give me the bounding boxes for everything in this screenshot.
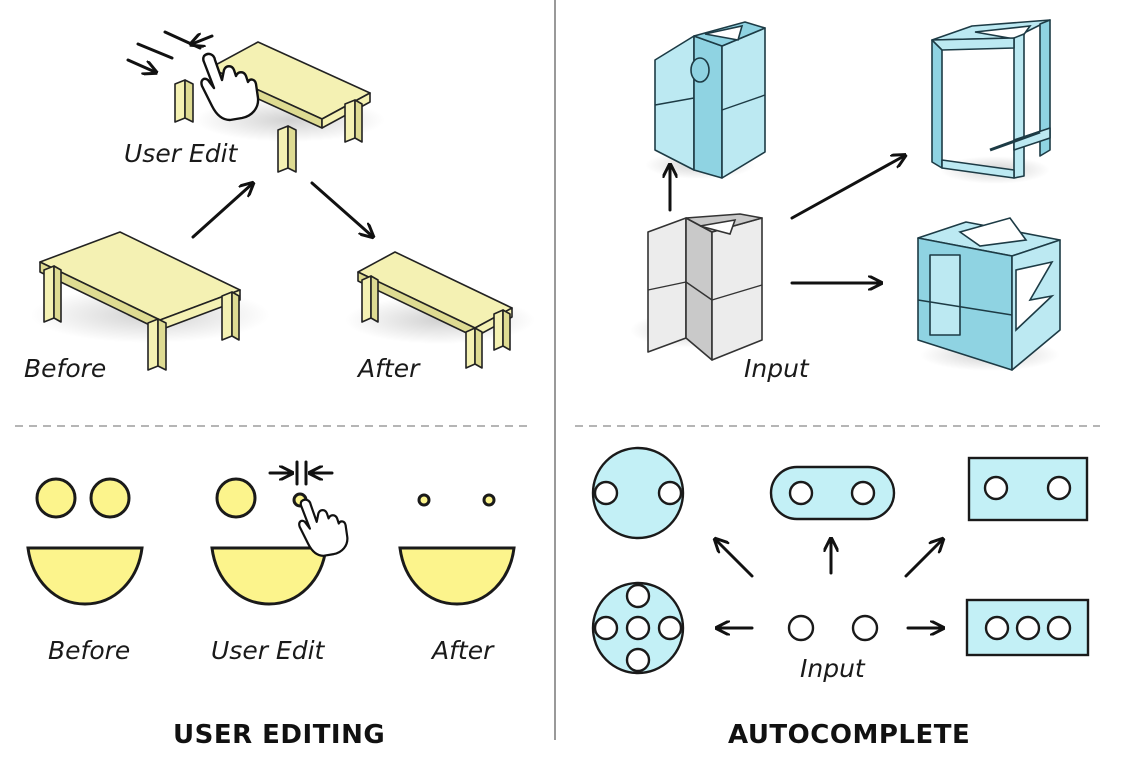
shape3d-top-left bbox=[645, 21, 766, 179]
arrow-edit-to-after bbox=[310, 181, 372, 236]
hand-cursor-icon bbox=[200, 52, 260, 122]
arrow-2d-up-left bbox=[716, 540, 754, 578]
table-after bbox=[345, 251, 535, 369]
title-autocomplete: AUTOCOMPLETE bbox=[728, 720, 970, 750]
face-user-edit bbox=[210, 460, 334, 606]
shape2d-slot bbox=[769, 465, 896, 521]
arrow-before-to-edit bbox=[191, 184, 252, 239]
face-after bbox=[398, 493, 516, 606]
table-before bbox=[30, 231, 270, 371]
label-face-user-edit: User Edit bbox=[211, 636, 326, 665]
title-user-editing: USER EDITING bbox=[173, 720, 385, 750]
label-2d-input: Input bbox=[800, 654, 866, 683]
label-table-user-edit: User Edit bbox=[124, 139, 239, 168]
shape3d-top-right bbox=[931, 19, 1051, 184]
hand-cursor-icon-2 bbox=[298, 498, 349, 557]
arrow-2d-up-right bbox=[904, 540, 942, 578]
shape3d-input bbox=[630, 213, 763, 361]
shape2d-circle-two-holes bbox=[591, 446, 685, 540]
table-user-edit bbox=[126, 30, 385, 173]
arrow-3d-up-right bbox=[790, 156, 904, 220]
shape2d-rect-three-holes bbox=[965, 598, 1090, 657]
label-3d-input: Input bbox=[744, 354, 810, 383]
shape3d-bottom-right bbox=[917, 217, 1061, 371]
shape2d-rect-two-holes bbox=[967, 456, 1089, 522]
label-table-after: After bbox=[356, 354, 421, 383]
label-face-after: After bbox=[430, 636, 495, 665]
label-face-before: Before bbox=[48, 636, 130, 665]
shape2d-input bbox=[787, 614, 879, 642]
shape2d-circle-five-holes bbox=[591, 581, 685, 675]
label-table-before: Before bbox=[24, 354, 106, 383]
face-before bbox=[26, 477, 144, 606]
